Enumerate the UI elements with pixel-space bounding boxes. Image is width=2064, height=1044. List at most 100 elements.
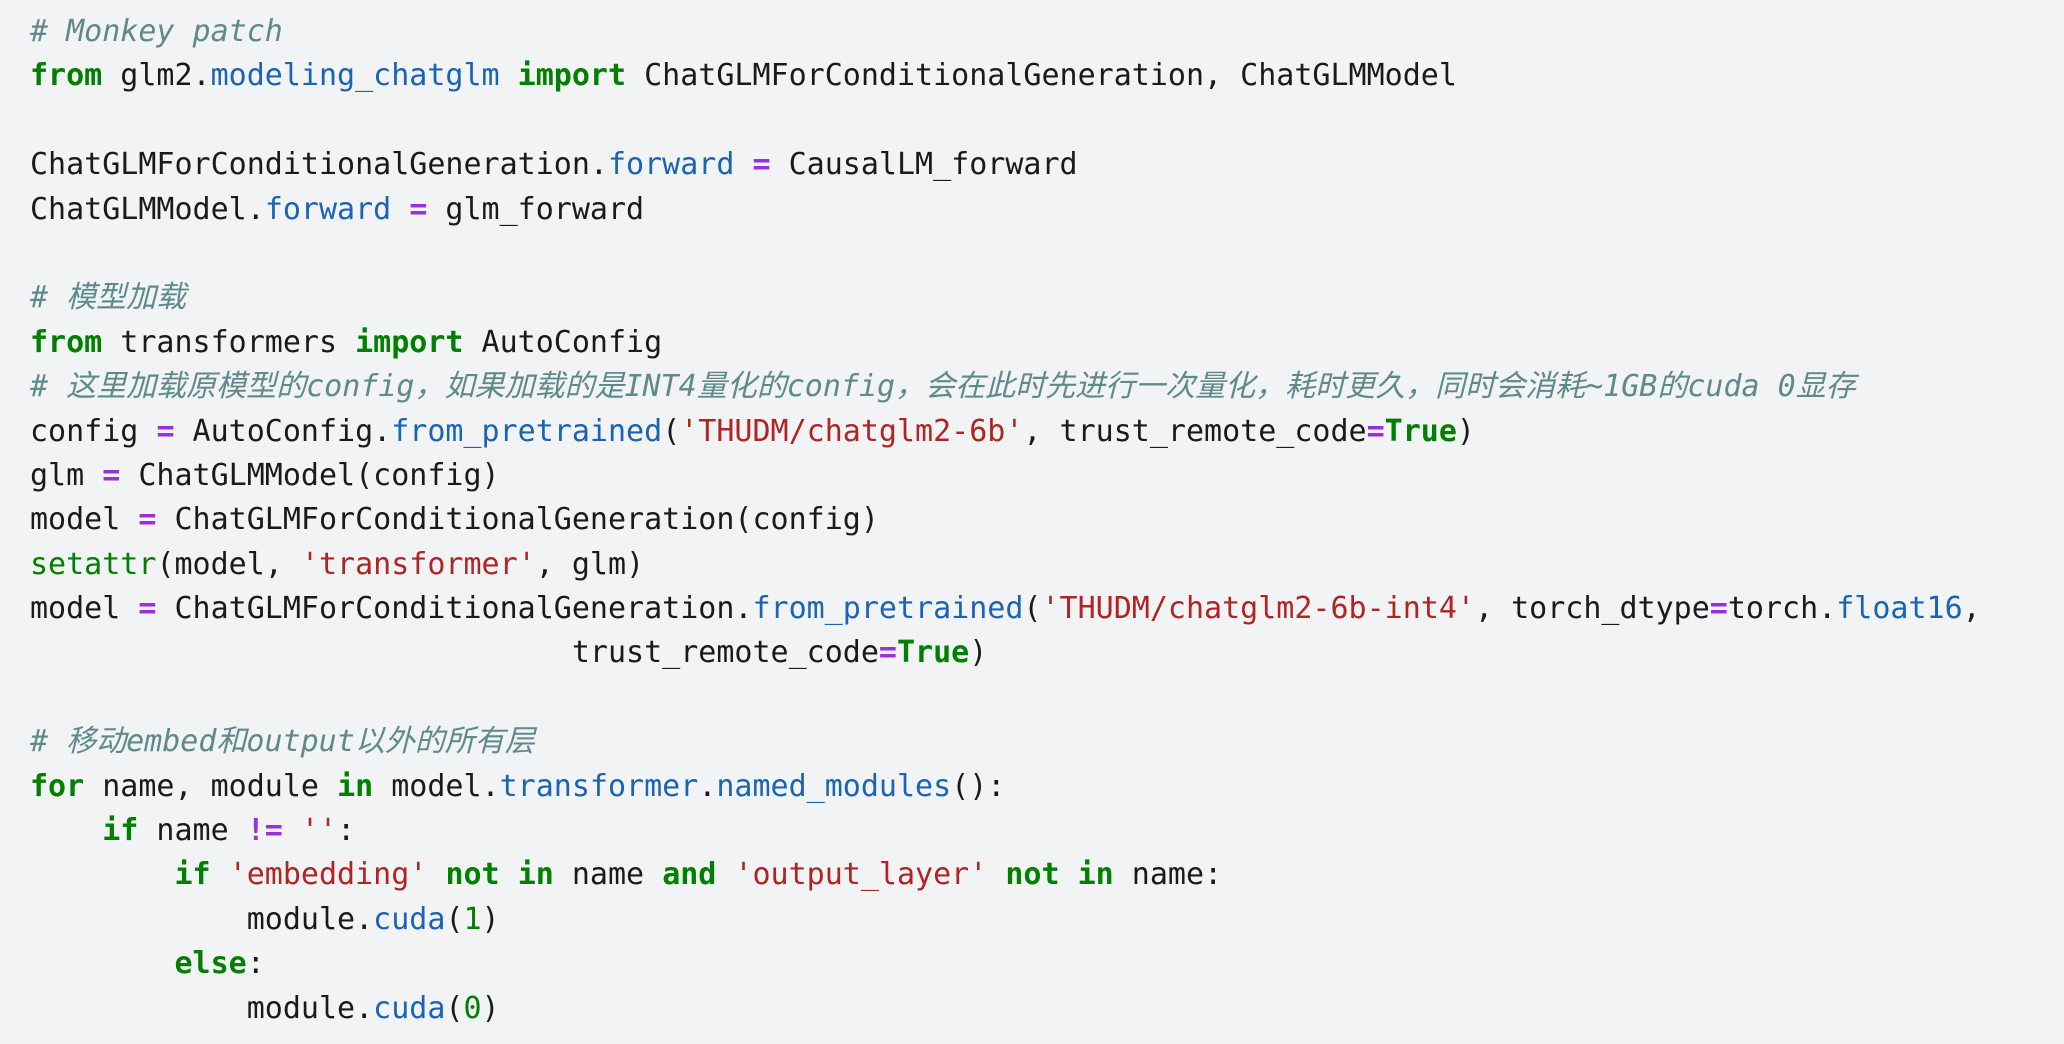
code-line: model = ChatGLMForConditionalGeneration.… bbox=[30, 587, 2064, 631]
code-token-keyword: in bbox=[517, 857, 554, 893]
code-token-plain: name bbox=[1113, 857, 1205, 893]
code-token-plain: transformers bbox=[102, 324, 356, 360]
code-token-func: cuda bbox=[373, 901, 446, 937]
code-token-operator: = bbox=[156, 413, 175, 449]
code-token-plain: ChatGLMForConditionalGeneration, ChatGLM… bbox=[626, 58, 1457, 94]
code-token-keyword: for bbox=[30, 768, 85, 804]
code-token-plain bbox=[716, 857, 734, 892]
code-token-punct: (): bbox=[951, 768, 1006, 804]
code-token-punct: ( bbox=[445, 901, 464, 937]
code-token-punct: , bbox=[1962, 591, 1981, 627]
code-token-operator: != bbox=[246, 813, 283, 849]
code-token-string: '' bbox=[300, 813, 338, 849]
code-token-keyword: if bbox=[102, 813, 139, 849]
code-line bbox=[30, 232, 2064, 276]
code-token-punct: ) bbox=[1456, 413, 1475, 449]
code-token-plain: torch. bbox=[1727, 591, 1837, 627]
code-token-func: named_modules bbox=[716, 768, 952, 804]
code-token-punct: ( bbox=[662, 413, 681, 449]
code-token-plain: module. bbox=[30, 901, 374, 937]
code-line: if 'embedding' not in name and 'output_l… bbox=[30, 853, 2064, 897]
code-token-plain: ChatGLMForConditionalGeneration. bbox=[30, 147, 608, 183]
code-token-keyword: in bbox=[1077, 857, 1114, 893]
code-line: # Monkey patch bbox=[30, 10, 2064, 54]
code-token-plain: , trust_remote_code bbox=[1023, 413, 1367, 449]
code-token-plain bbox=[283, 813, 301, 848]
code-token-func: from_pretrained bbox=[391, 413, 663, 449]
code-token-operator: = bbox=[409, 191, 428, 227]
code-token-string: 'THUDM/chatglm2-6b-int4' bbox=[1041, 591, 1475, 627]
code-token-func: from_pretrained bbox=[752, 591, 1024, 627]
code-token-keyword: import bbox=[517, 58, 627, 94]
code-line: ChatGLMModel.forward = glm_forward bbox=[30, 188, 2064, 232]
code-token-attr: modeling_chatglm bbox=[210, 58, 500, 94]
code-token-operator: = bbox=[752, 147, 771, 183]
code-token-punct: ) bbox=[481, 901, 500, 937]
code-line: # 模型加载 bbox=[30, 276, 2064, 320]
code-token-plain: AutoConfig. bbox=[174, 413, 392, 449]
code-token-attr: forward bbox=[607, 147, 735, 183]
code-token-operator: = bbox=[102, 457, 121, 493]
code-token-plain: model bbox=[30, 591, 139, 627]
code-token-keyword: else bbox=[174, 946, 247, 982]
code-token-punct: ( bbox=[1023, 591, 1042, 627]
code-line bbox=[30, 676, 2064, 720]
code-line: # 这里加载原模型的config，如果加载的是INT4量化的config，会在此… bbox=[30, 365, 2064, 409]
code-token-plain: name, module bbox=[84, 768, 338, 804]
code-line: for name, module in model.transformer.na… bbox=[30, 765, 2064, 809]
code-token-plain: , glm bbox=[535, 546, 627, 582]
code-token-plain: AutoConfig bbox=[463, 324, 663, 360]
code-token-func: cuda bbox=[373, 990, 446, 1026]
code-token-plain: trust_remote_code bbox=[30, 635, 879, 671]
code-token-plain bbox=[30, 813, 102, 848]
code-token-plain bbox=[427, 857, 445, 892]
code-token-plain bbox=[30, 946, 175, 981]
code-token-string: 'embedding' bbox=[228, 857, 428, 893]
code-line: from transformers import AutoConfig bbox=[30, 321, 2064, 365]
code-token-plain: ChatGLMForConditionalGeneration(config) bbox=[156, 502, 879, 538]
code-token-punct: ( bbox=[445, 990, 464, 1026]
code-token-number: 1 bbox=[463, 901, 482, 937]
code-token-operator: = bbox=[878, 635, 897, 671]
code-token-operator: = bbox=[1366, 413, 1385, 449]
code-line: glm = ChatGLMModel(config) bbox=[30, 454, 2064, 498]
code-token-keyword: from bbox=[30, 324, 103, 360]
code-token-plain: glm bbox=[30, 457, 103, 493]
code-token-number: 0 bbox=[463, 990, 482, 1026]
code-token-keyword: from bbox=[30, 58, 103, 94]
code-token-punct: : bbox=[337, 813, 356, 849]
code-token-keyword: in bbox=[337, 768, 374, 804]
code-token-plain: ChatGLMForConditionalGeneration. bbox=[156, 591, 753, 627]
code-token-plain: model. bbox=[373, 768, 500, 804]
code-token-plain: glm2. bbox=[102, 58, 211, 94]
code-token-comment: # Monkey patch bbox=[30, 14, 283, 49]
code-token-keyword: not bbox=[1005, 857, 1060, 893]
code-line: ChatGLMForConditionalGeneration.forward … bbox=[30, 143, 2064, 187]
code-token-keyword: and bbox=[662, 857, 717, 893]
code-token-plain: config bbox=[30, 413, 157, 449]
code-line bbox=[30, 99, 2064, 143]
code-token-keyword: not bbox=[445, 857, 500, 893]
code-token-punct: : bbox=[246, 946, 265, 982]
code-token-plain: ChatGLMModel(config) bbox=[120, 457, 500, 493]
code-token-comment: # 移动embed和output以外的所有层 bbox=[30, 724, 535, 760]
code-line: from glm2.modeling_chatglm import ChatGL… bbox=[30, 54, 2064, 98]
code-token-plain bbox=[500, 58, 518, 93]
code-token-plain: name bbox=[553, 857, 663, 893]
code-token-plain: . bbox=[698, 768, 717, 804]
code-token-keyword: import bbox=[355, 324, 464, 360]
code-line: module.cuda(1) bbox=[30, 898, 2064, 942]
code-token-attr: forward bbox=[264, 191, 392, 227]
code-token-punct: : bbox=[1204, 857, 1223, 893]
code-token-plain bbox=[30, 857, 175, 892]
code-token-plain bbox=[734, 147, 752, 182]
code-token-operator: = bbox=[138, 502, 157, 538]
code-token-plain: glm_forward bbox=[427, 191, 645, 227]
code-line: module.cuda(0) bbox=[30, 987, 2064, 1031]
code-token-string: 'transformer' bbox=[300, 546, 536, 582]
code-token-operator: = bbox=[138, 591, 157, 627]
code-line: config = AutoConfig.from_pretrained('THU… bbox=[30, 410, 2064, 454]
code-token-plain bbox=[391, 192, 409, 227]
code-token-plain bbox=[987, 857, 1005, 892]
